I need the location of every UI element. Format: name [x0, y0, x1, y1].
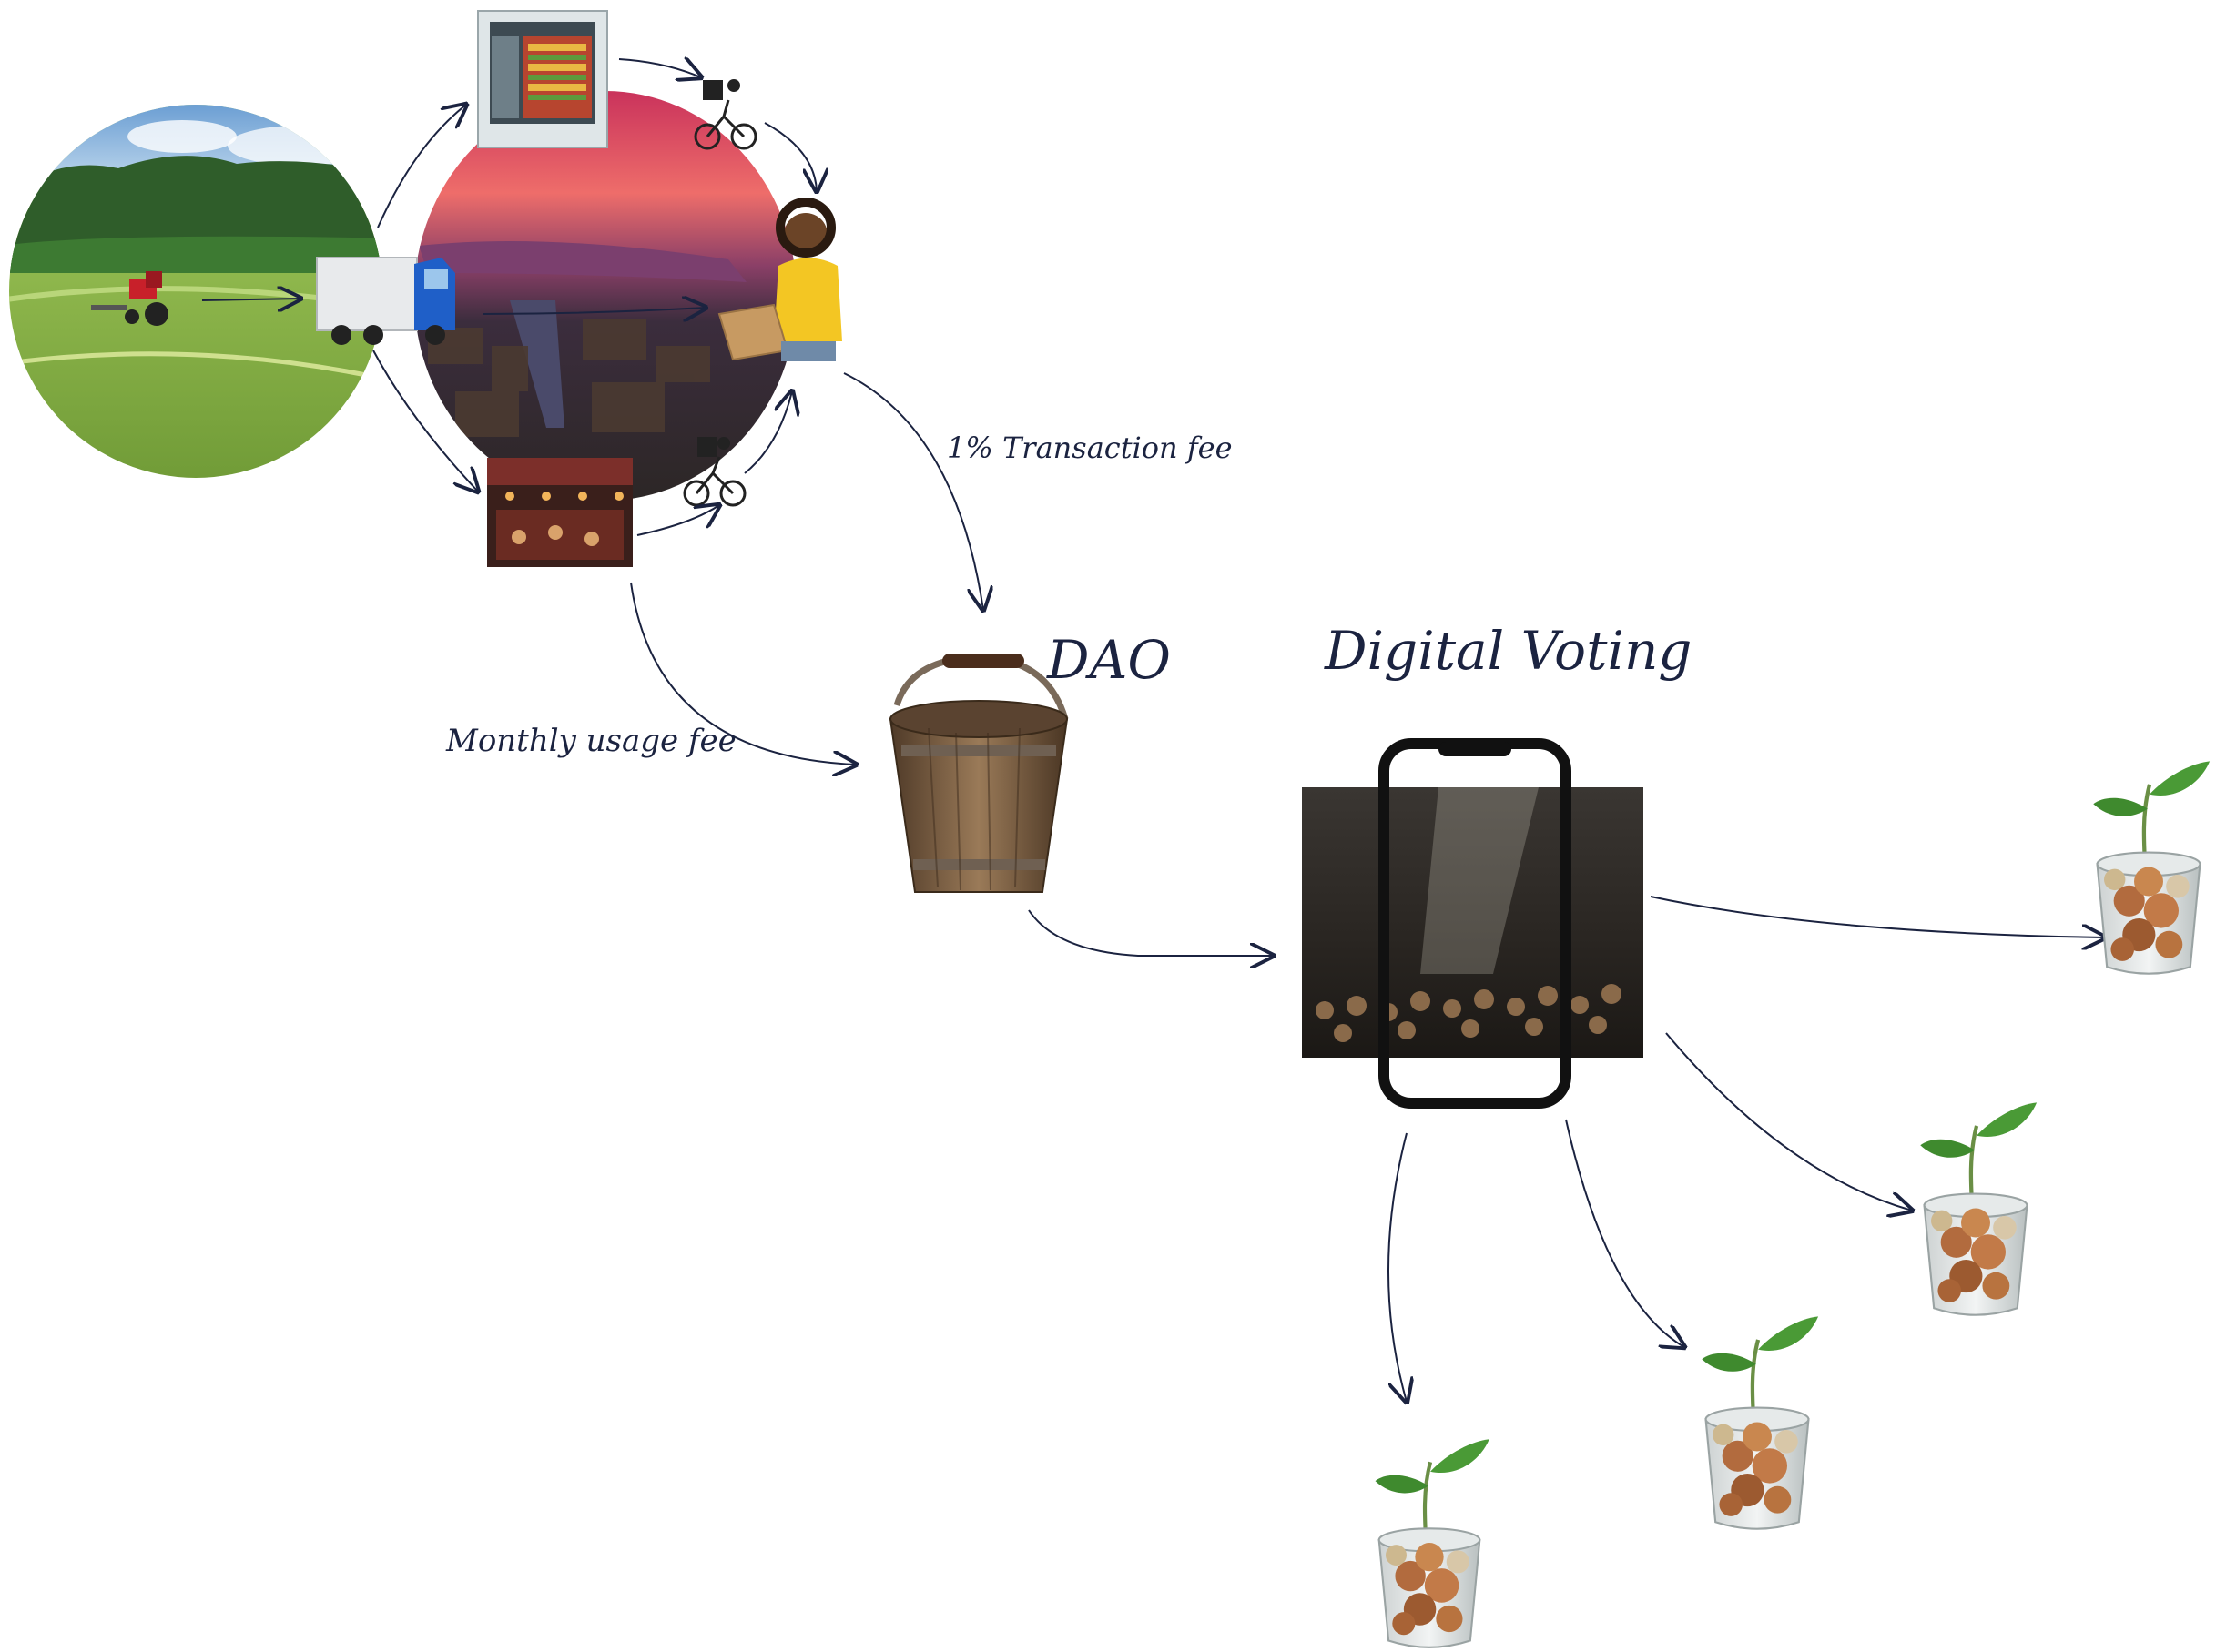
coin-jar-plant-icon — [1376, 1439, 1489, 1647]
truck-icon — [316, 257, 455, 345]
coin-jar-plant-icon — [2093, 761, 2210, 973]
transaction-fee-label: 1% Transaction fee — [947, 431, 1233, 465]
dao-label: DAO — [1046, 629, 1171, 691]
courier-bike-icon — [694, 79, 757, 150]
restaurant-icon — [487, 458, 633, 567]
phone-icon — [1302, 738, 1643, 1109]
city-aerial-icon — [414, 91, 797, 501]
digital-voting-label: Digital Voting — [1324, 620, 1692, 682]
monthly-fee-label: Monthly usage fee — [445, 723, 737, 759]
flow-arrows — [201, 59, 2105, 1402]
shop-icon — [477, 10, 608, 148]
coin-jar-plant-icon — [1702, 1316, 1818, 1528]
bucket-icon — [889, 654, 1069, 893]
coin-jar-plant-icon — [1920, 1102, 2037, 1314]
customer-box-icon — [717, 198, 842, 361]
tractor-icon — [91, 271, 168, 326]
courier-bike-icon — [683, 437, 747, 507]
